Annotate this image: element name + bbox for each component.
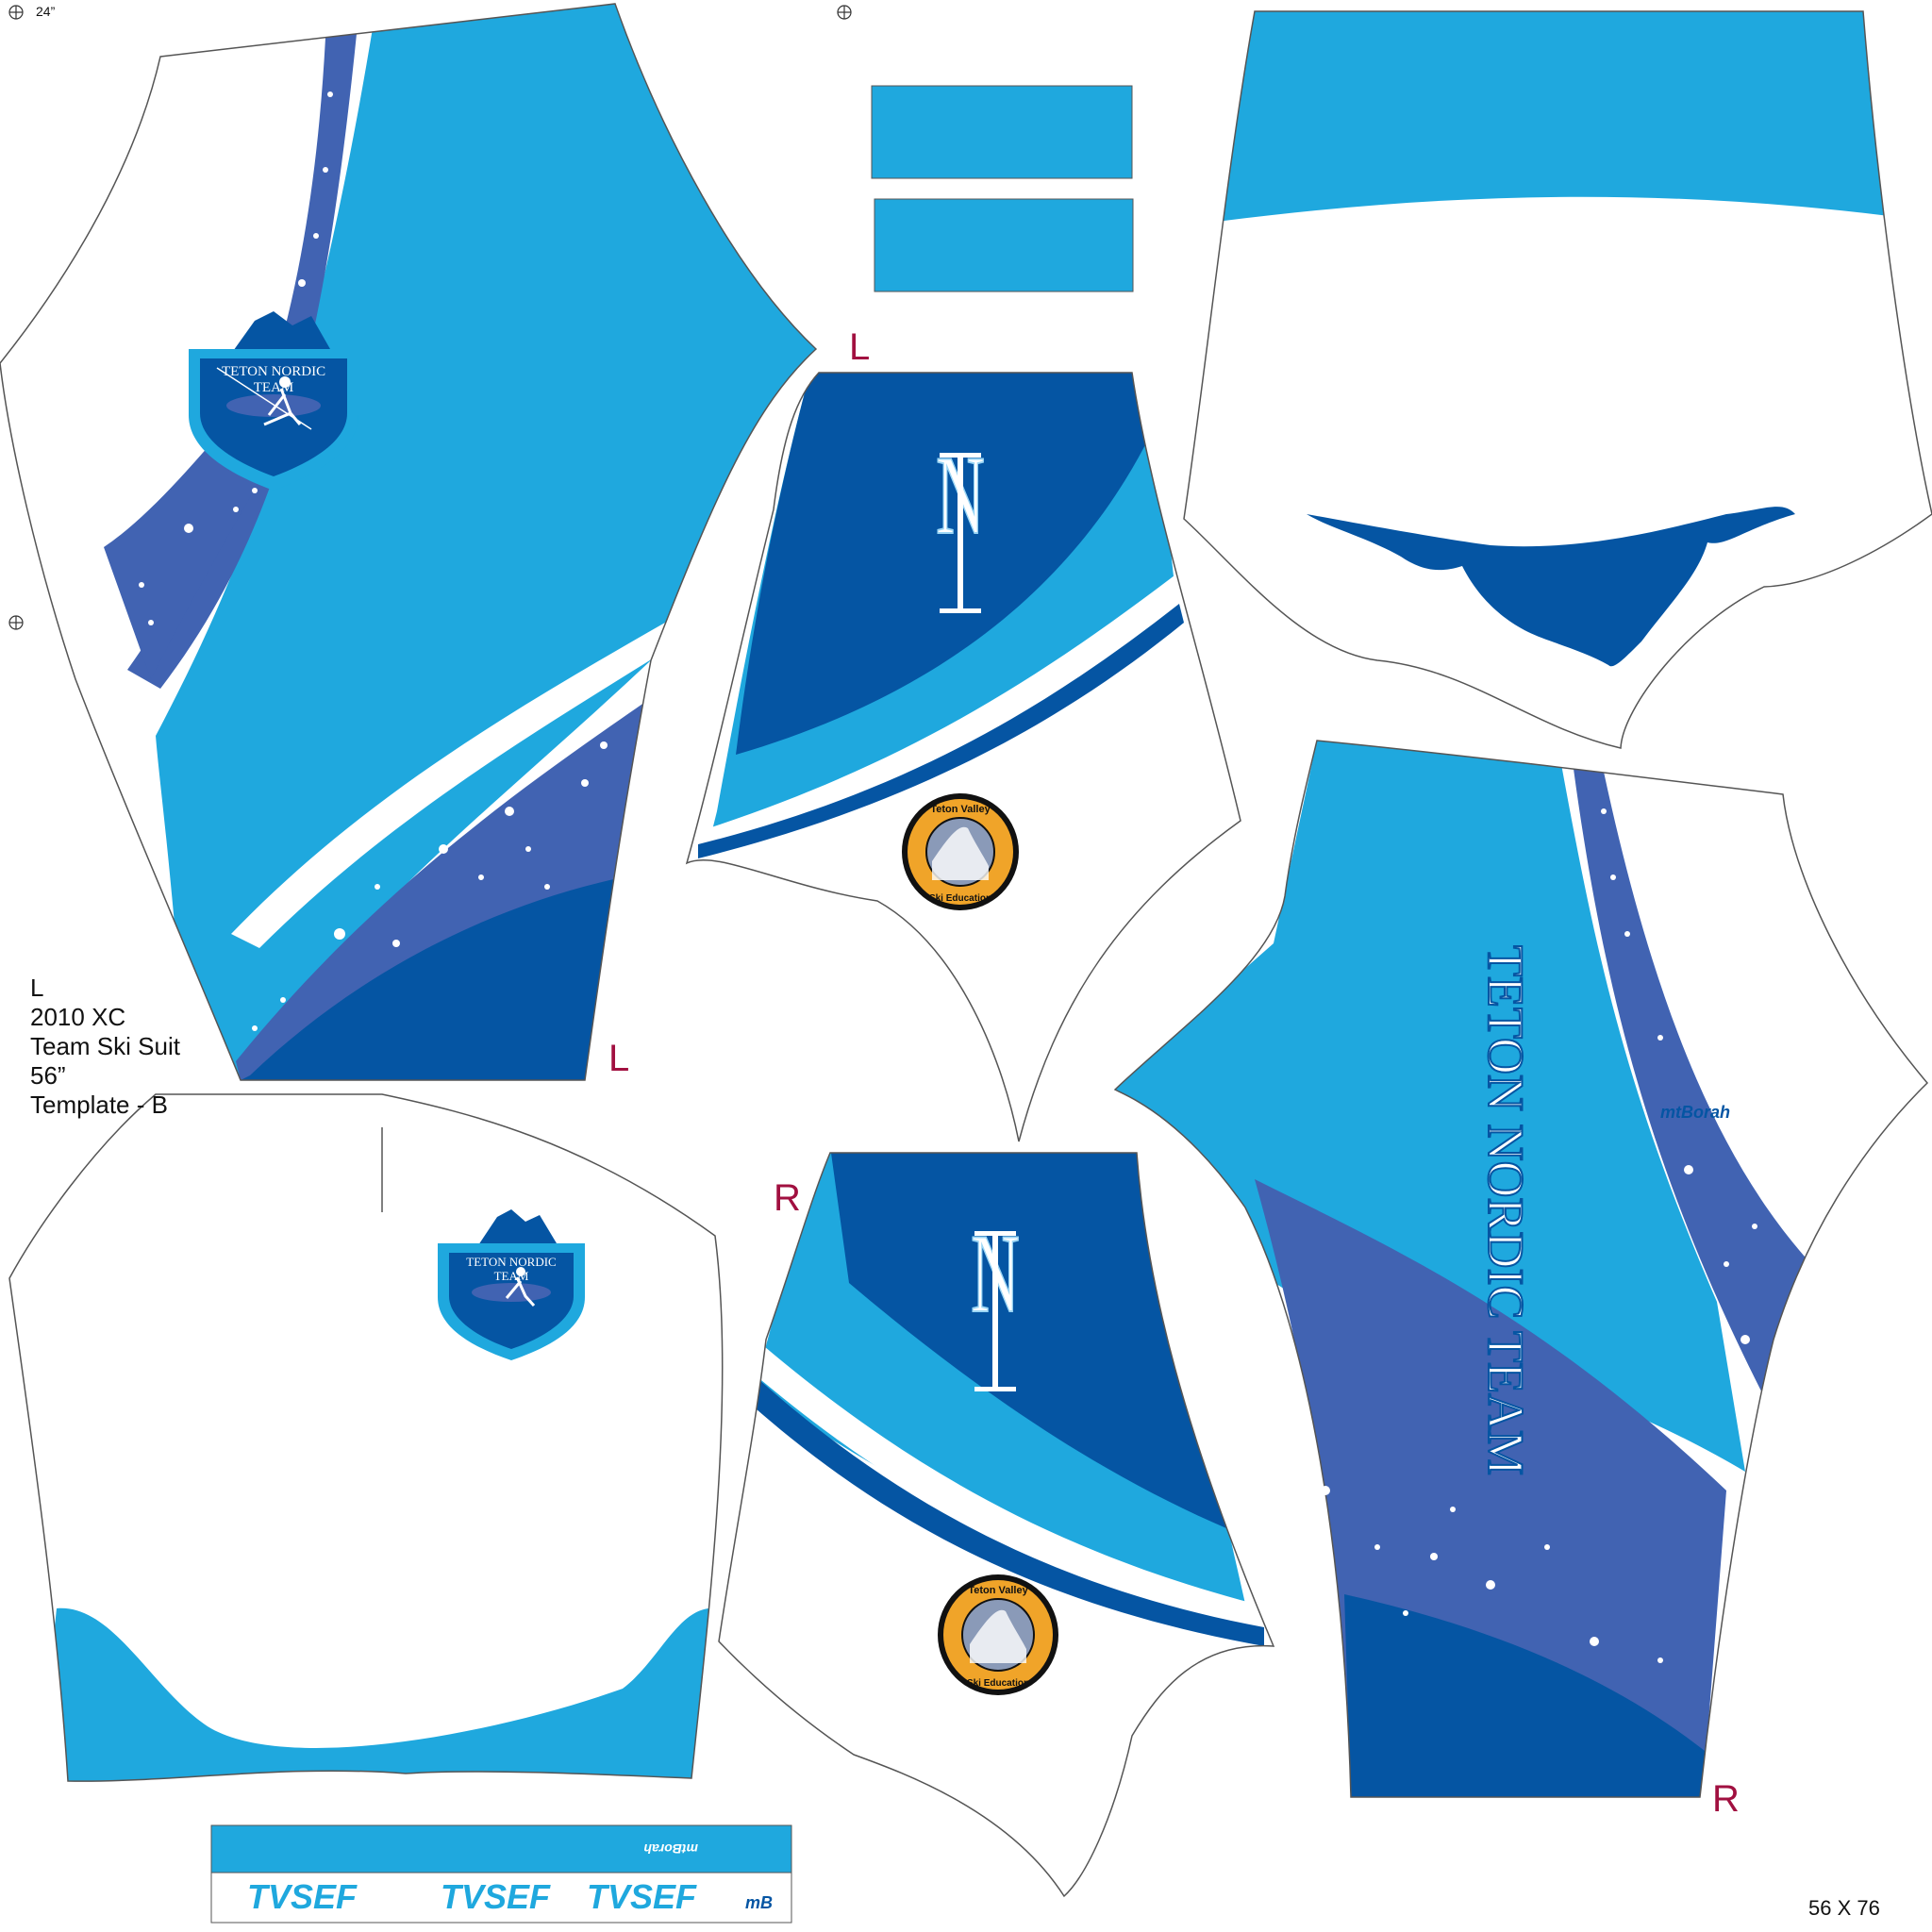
brand-logo-small: mB [745,1893,773,1912]
sheet-size-label: 56 X 76 [1808,1896,1880,1920]
cuff-panel-top [871,85,1133,179]
foundation-text-top-2: Teton Valley [968,1585,1028,1596]
crest-torso-line-1: TETON NORDIC [466,1255,556,1269]
vertical-team-name: TETON NORDIC TEAM [1477,945,1534,1475]
team-crest-logo-torso: TETON NORDIC TEAM [438,1209,585,1360]
panel-left-leg [0,3,818,1081]
tvsef-text-1: TVSEF [247,1877,358,1916]
stars-pattern-right [1321,808,1757,1663]
marker-width-label: 24” [36,4,56,19]
foundation-text-bottom: Ski Education [929,893,991,904]
tn-monogram-right: N [970,1211,1021,1391]
template-info-line-2: 2010 XC [30,1003,126,1031]
side-label-right-top: R [774,1177,801,1219]
tvsef-text-3: TVSEF [587,1877,697,1916]
brand-logo-right: mtBorah [1660,1103,1730,1122]
registration-mark-1 [8,5,24,20]
template-info-line-5: Template - B [30,1091,168,1119]
template-info-line-3: Team Ski Suit [30,1032,180,1060]
crest-torso-line-2: TEAM [494,1269,529,1283]
crest-line-1: TETON NORDIC [222,364,325,379]
stars-pattern-left [139,92,608,1031]
crest-line-2: TEAM [254,380,294,395]
panel-front-right: N Teton Valley Ski Education [718,1152,1275,1898]
foundation-logo-right: Teton Valley Ski Education [938,1574,1058,1695]
foundation-text-top: Teton Valley [930,804,991,815]
brand-logo-strip: mtBorah [643,1841,698,1857]
template-info-block: L 2010 XC Team Ski Suit 56” Template - B [30,974,180,1120]
registration-mark-2 [837,5,852,20]
side-label-right-bottom: R [1712,1778,1740,1820]
template-info-line-4: 56” [30,1061,66,1090]
panel-seat [1183,10,1932,749]
waistband-strip: TVSEF TVSEF TVSEF mB mtBorah [210,1824,792,1924]
team-crest-logo: TETON NORDIC TEAM [189,311,358,491]
tvsef-text-2: TVSEF [441,1877,551,1916]
template-info-line-1: L [30,974,44,1002]
side-label-left-bottom: L [608,1038,630,1079]
side-label-left-top: L [849,326,871,368]
panel-torso [8,1093,724,1782]
registration-mark-3 [8,615,24,630]
tn-monogram: N [935,433,986,613]
cuff-panel-bottom [874,198,1134,292]
foundation-text-bottom-2: Ski Education [967,1678,1029,1689]
panel-front-left: N Teton Valley Ski Education [685,372,1241,1142]
foundation-logo: Teton Valley Ski Education [902,793,1019,910]
